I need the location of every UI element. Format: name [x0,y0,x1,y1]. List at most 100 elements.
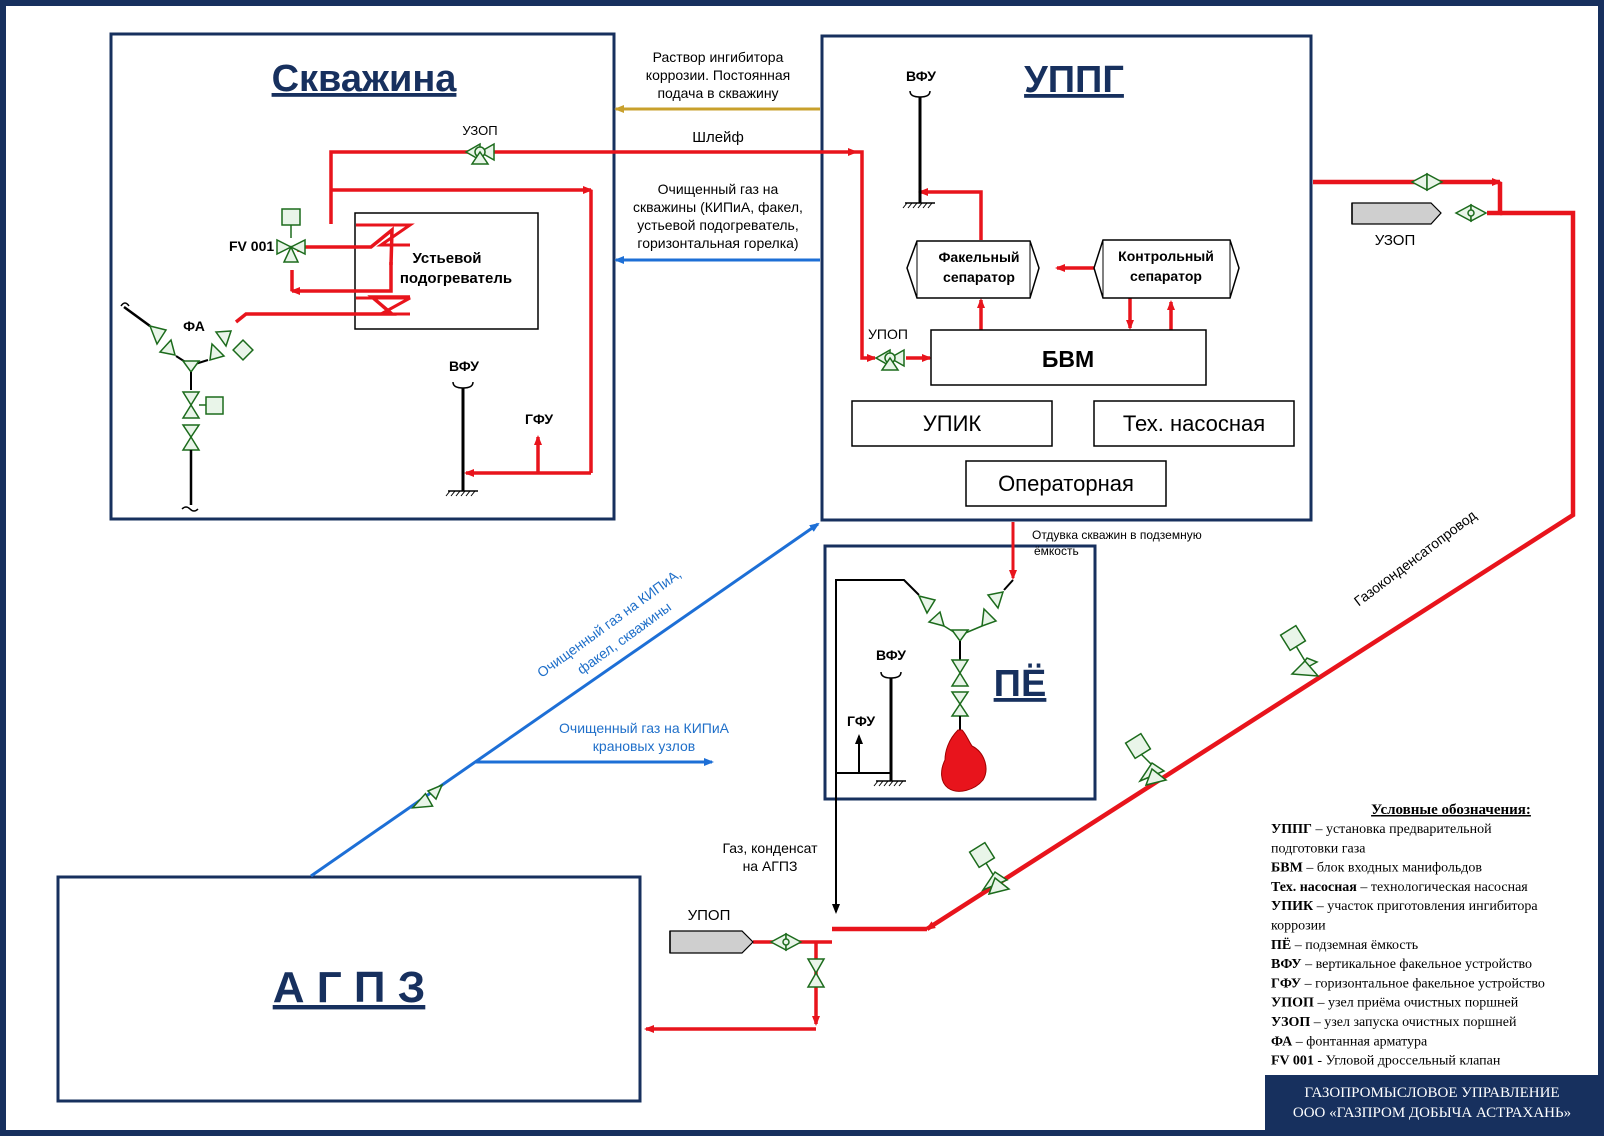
legend-item-desc: – блок входных манифольдов [1303,861,1483,876]
shleif-label: Шлейф [692,129,744,146]
legend-item-term: УПИК [1271,899,1314,914]
well-red-piping [234,148,858,477]
legend-item: УЗОП – узел запуска очистных поршней [1271,1015,1517,1030]
legend-item: ВФУ – вертикальное факельное устройство [1271,957,1532,972]
legend-item: ГФУ – горизонтальное факельное устройств… [1271,976,1545,991]
pipeline-valve-icon-3 [968,841,1011,896]
legend-item: Тех. насосная – технологическая насосная [1271,880,1528,895]
well-vfu-label: ВФУ [449,358,479,374]
pump-label: Тех. насосная [1123,411,1265,436]
uppg-block [820,34,1313,522]
legend-item: БВМ – блок входных манифольдов [1271,861,1482,876]
uppg-vfu-icon [902,90,935,209]
gas-condensate-label-1: Газ, конденсат [723,840,819,856]
clean-gas-label-2: скважины (КИПиА, факел, [633,199,803,215]
legend-item-term: УЗОП [1271,1015,1310,1030]
fa-label: ФА [183,318,205,334]
pe-tree-icon [917,591,1005,730]
legend-item-desc: – технологическая насосная [1357,880,1528,895]
blue-line-valve-icon [410,783,444,809]
bvm-label: БВМ [1042,346,1094,372]
uzop-launcher-icon [1351,202,1488,225]
legend-items: УППГ – установка предварительной подготов… [1271,822,1545,1069]
legend-item-desc: – горизонтальное факельное устройство [1301,976,1545,991]
well-break-bottom [181,506,199,512]
blowdown-label-2: ёмкость [1034,544,1079,558]
agpz-title: А Г П З [273,963,426,1012]
footer-line-1: ГАЗОПРОМЫСЛОВОЕ УПРАВЛЕНИЕ [1304,1085,1559,1101]
legend-item-desc: - Угловой дроссельный клапан [1314,1054,1501,1069]
legend-item-term: Тех. насосная [1271,880,1357,895]
control-separator-label-1: Контрольный [1118,248,1214,264]
uppg-outlet-valve-icon [1410,172,1444,192]
uppg-red-piping [856,150,1175,362]
legend-title: Условные обозначения: [1371,802,1531,818]
uzop-label: УЗОП [462,123,497,138]
legend-item: УППГ – установка предварительной [1271,822,1492,837]
heater-label-line1: Устьевой [412,250,481,267]
legend-item: УПИК – участок приготовления ингибитора [1271,899,1538,914]
legend-item-term: УПОП [1271,996,1314,1011]
legend-item-term: ПЁ [1271,937,1291,953]
clean-gas-label-4: горизонтальная горелка) [637,235,798,251]
legend-item-term: ФА [1271,1034,1293,1049]
legend-item: FV 001 - Угловой дроссельный клапан [1271,1054,1501,1069]
pipeline-red [832,178,1576,932]
agpz-upop-receiver-icon [669,930,754,954]
operator-box [965,460,1167,507]
well-gfu-label: ГФУ [525,411,553,427]
clean-gas-diag-line [310,522,820,878]
clean-gas-label-1: Очищенный газ на [658,181,779,197]
uzop-valve-icon [464,142,495,165]
pipeline-valve-icon-1 [1279,624,1320,677]
legend-item: ФА – фонтанная арматура [1271,1034,1428,1049]
legend-item-term: ГФУ [1271,976,1301,991]
agpz-valve-icon [769,932,826,988]
legend-item-term: УППГ [1271,822,1312,837]
legend-item-desc: – подземная ёмкость [1291,938,1418,953]
uppg-title: УППГ [1024,59,1124,101]
footer-banner [1265,1075,1600,1133]
legend-item-term: БВМ [1271,861,1303,876]
clean-gas-diag-label-1: Очищенный газ на КИПиА, [534,565,684,680]
agpz-upop-label: УПОП [688,907,731,924]
pe-title: ПЁ [994,662,1047,705]
pipeline-label: Газоконденсатопровод [1351,507,1479,609]
uppg-vfu-label: ВФУ [906,68,936,84]
fv001-valve-icon [276,208,306,263]
uzop-right-label: УЗОП [1375,232,1416,249]
well-vfu-icon [445,381,478,497]
legend-item-desc: – участок приготовления ингибитора [1313,899,1538,914]
legend-item-desc: – вертикальное факельное устройство [1302,957,1532,972]
agpz-inlet-piping [644,940,832,1033]
legend-item-term: ВФУ [1271,957,1302,972]
bvm-box [930,329,1207,386]
legend-item-desc: – узел запуска очистных поршней [1310,1015,1517,1030]
legend-item-desc: – фонтанная арматура [1292,1034,1428,1049]
clean-gas-valves-label-1: Очищенный газ на КИПиА [559,720,730,736]
pe-vfu-icon [873,671,906,787]
flare-separator-label-1: Факельный [938,249,1019,265]
legend-item: ПЁ – подземная ёмкость [1271,937,1418,953]
gas-condensate-label-2: на АГПЗ [743,858,798,874]
legend-item-desc: – узел приёма очистных поршней [1314,996,1519,1011]
legend-item-desc: подготовки газа [1271,841,1366,856]
agpz-block [56,875,642,1103]
well-title: Скважина [272,58,458,100]
blowdown-label-1: Отдувка скважин в подземную [1032,528,1202,542]
underground-tank-icon [941,729,987,792]
legend-item: УПОП – узел приёма очистных поршней [1271,996,1519,1011]
fa-wellhead-icon [123,305,254,505]
well-block [109,32,616,521]
pe-piping [835,579,1014,899]
heater-coil-bottom [356,296,411,316]
pe-block [823,544,1097,801]
inhibitor-label-3: подача в скважину [657,85,778,101]
upik-label: УПИК [923,411,982,436]
legend-item-desc: – установка предварительной [1312,822,1492,837]
legend-item: подготовки газа [1271,841,1366,856]
heater-coil-top [356,223,415,247]
pe-vfu-label: ВФУ [876,647,906,663]
